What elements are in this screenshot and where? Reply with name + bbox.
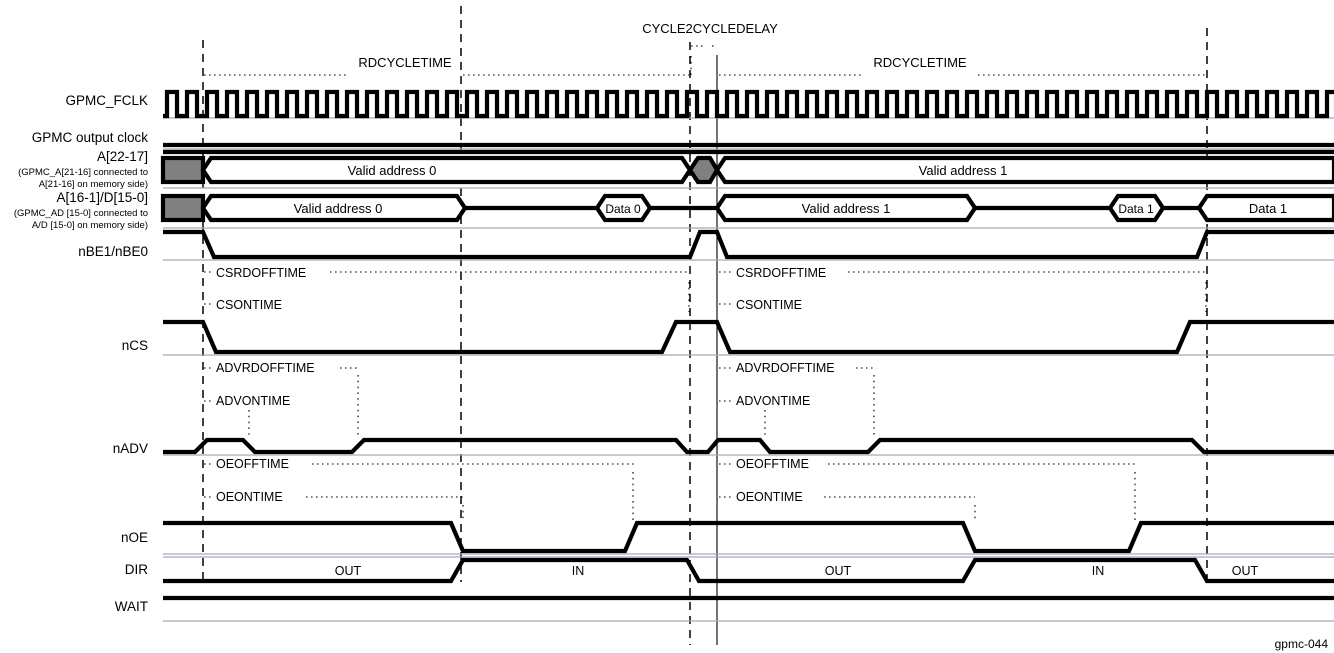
signal-name-labels: GPMC_FCLK GPMC output clock A[22-17] (GP… bbox=[14, 93, 148, 614]
dir-label-in-2: IN bbox=[1092, 564, 1105, 578]
timing-label-oeofftime-2: OEOFFTIME bbox=[736, 457, 809, 471]
waveform-a22-17: Valid address 0 Valid address 1 bbox=[160, 155, 1334, 189]
waveform-nbe1-nbe0 bbox=[163, 229, 1334, 261]
timing-label-oeofftime-1: OEOFFTIME bbox=[216, 457, 289, 471]
timing-label-advontime-2: ADVONTIME bbox=[736, 394, 810, 408]
timing-label-oeontime-2: OEONTIME bbox=[736, 490, 803, 504]
signal-sublabel-a22-17-line2: A[21-16] on memory side) bbox=[39, 179, 148, 190]
label-cycle2cycledelay: CYCLE2CYCLEDELAY bbox=[642, 21, 778, 36]
timing-label-csrdofftime-1: CSRDOFFTIME bbox=[216, 266, 306, 280]
timing-annotations-ncs: CSRDOFFTIME CSONTIME CSRDOFFTIME CSONTIM… bbox=[204, 266, 1207, 312]
signal-sublabel-ad-line1: (GPMC_AD [15-0] connected to bbox=[14, 208, 148, 219]
bus-label-valid-address-0-lo: Valid address 0 bbox=[294, 201, 383, 216]
trace-ncs bbox=[163, 319, 1334, 355]
timing-label-advontime-1: ADVONTIME bbox=[216, 394, 290, 408]
label-rdcycletime-1: RDCYCLETIME bbox=[358, 55, 452, 70]
bus-valid-address-1-hi bbox=[714, 155, 1334, 185]
timing-label-csrdofftime-2: CSRDOFFTIME bbox=[736, 266, 826, 280]
bus-label-valid-address-1-lo: Valid address 1 bbox=[802, 201, 891, 216]
dir-label-out-1: OUT bbox=[335, 564, 362, 578]
timing-annotations-noe: OEOFFTIME OEONTIME OEOFFTIME OEONTIME bbox=[204, 457, 1136, 520]
bus-label-valid-address-0-hi: Valid address 0 bbox=[348, 163, 437, 178]
timing-label-oeontime-1: OEONTIME bbox=[216, 490, 283, 504]
bus-valid-address-0-hi bbox=[200, 155, 693, 185]
waveform-gpmc-fclk bbox=[163, 89, 1334, 119]
bus-label-data-1-a: Data 1 bbox=[1118, 202, 1154, 216]
timing-label-csontime-2: CSONTIME bbox=[736, 298, 802, 312]
dir-label-in-1: IN bbox=[572, 564, 585, 578]
top-region-labels: RDCYCLETIME CYCLE2CYCLEDELAY RDCYCLETIME bbox=[204, 21, 1206, 76]
signal-label-nbe1-nbe0: nBE1/nBE0 bbox=[78, 244, 148, 259]
waveform-gpmc-output-clock bbox=[163, 142, 1334, 155]
signal-label-wait: WAIT bbox=[115, 599, 148, 614]
bus-data-1-b bbox=[1196, 193, 1334, 223]
waveform-nadv bbox=[163, 437, 1334, 456]
signal-label-a22-17: A[22-17] bbox=[97, 149, 148, 164]
clock-trace-gpmc-fclk bbox=[163, 89, 1334, 119]
bus-invalid-a22-17-start bbox=[160, 155, 206, 185]
signal-label-nadv: nADV bbox=[113, 441, 148, 456]
bus-label-data-1-b: Data 1 bbox=[1249, 201, 1287, 216]
dir-label-out-2: OUT bbox=[825, 564, 852, 578]
trace-nadv bbox=[163, 437, 1334, 455]
timing-label-advrdofftime-2: ADVRDOFFTIME bbox=[736, 361, 835, 375]
bus-invalid-a22-17-mid bbox=[687, 155, 720, 185]
waveform-noe bbox=[163, 520, 1334, 555]
signal-label-gpmc-output-clock: GPMC output clock bbox=[32, 130, 149, 145]
signal-label-ncs: nCS bbox=[122, 338, 148, 353]
signal-label-dir: DIR bbox=[125, 562, 149, 577]
signal-sublabel-ad-line2: A/D [15-0] on memory side) bbox=[32, 220, 148, 231]
trace-nbe1-nbe0 bbox=[163, 229, 1334, 260]
figure-id-label: gpmc-044 bbox=[1275, 637, 1329, 651]
waveform-wait bbox=[163, 595, 1334, 622]
trace-dir bbox=[163, 557, 1334, 584]
waveform-a16-1-d15-0: Valid address 0 Data 0 Valid address 1 D… bbox=[160, 193, 1334, 229]
dir-label-out-3: OUT bbox=[1232, 564, 1259, 578]
signal-label-gpmc-fclk: GPMC_FCLK bbox=[65, 93, 148, 108]
signal-label-a16-1-d15-0: A[16-1]/D[15-0] bbox=[56, 190, 148, 205]
label-rdcycletime-2: RDCYCLETIME bbox=[873, 55, 967, 70]
waveform-dir: OUT IN OUT IN OUT bbox=[163, 556, 1334, 584]
waveform-ncs bbox=[163, 319, 1334, 356]
timing-label-advrdofftime-1: ADVRDOFFTIME bbox=[216, 361, 315, 375]
signal-sublabel-a22-17-line1: (GPMC_A[21-16] connected to bbox=[18, 167, 148, 178]
signal-label-noe: nOE bbox=[121, 530, 148, 545]
bus-invalid-ad-start bbox=[160, 193, 206, 223]
trace-noe bbox=[163, 520, 1334, 554]
bus-label-data-0: Data 0 bbox=[605, 202, 641, 216]
timing-annotations-nadv: ADVRDOFFTIME ADVONTIME ADVRDOFFTIME ADVO… bbox=[204, 361, 876, 435]
bus-label-valid-address-1-hi: Valid address 1 bbox=[919, 163, 1008, 178]
timing-label-csontime-1: CSONTIME bbox=[216, 298, 282, 312]
